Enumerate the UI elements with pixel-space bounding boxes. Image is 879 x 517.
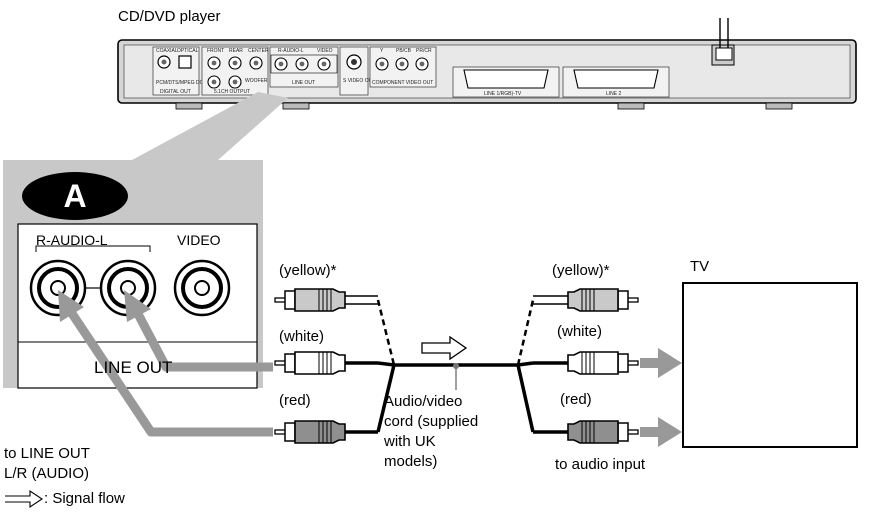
legend-flow-icon xyxy=(5,489,43,509)
rear-digital-out: DIGITAL OUT xyxy=(160,89,191,95)
left-label-red: (red) xyxy=(279,392,311,409)
right-plug-red xyxy=(533,420,639,444)
signal-flow-legend: : Signal flow xyxy=(44,490,125,507)
left-plug-yellow xyxy=(274,288,378,312)
tv-arrow-white xyxy=(640,348,682,378)
panel-line-out: LINE OUT xyxy=(94,358,173,377)
left-plug-red xyxy=(274,420,378,444)
cord-video-dashed xyxy=(376,299,535,366)
to-audio-input: to audio input xyxy=(555,456,646,473)
right-label-yellow: (yellow)* xyxy=(552,262,610,279)
rear-line-out: LINE OUT xyxy=(292,80,315,86)
right-plug-yellow xyxy=(533,288,639,312)
panel-jack-video xyxy=(173,259,231,317)
rear-woofer: WOOFER xyxy=(245,78,268,84)
to-line-out-2: L/R (AUDIO) xyxy=(4,465,90,482)
tv-box xyxy=(682,282,858,448)
cd-dvd-player: COAXIAL OPTICAL PCM/DTS/MPEG DOLBY DIGIT… xyxy=(117,18,857,110)
rear-digital-note: PCM/DTS/MPEG DOLBY DIGITAL xyxy=(156,80,234,86)
right-label-white: (white) xyxy=(557,323,603,340)
right-label-red: (red) xyxy=(560,391,592,408)
route-arrow-red xyxy=(58,290,273,437)
rear-line1: LINE 1/RGB)-TV xyxy=(484,91,522,97)
cord-label-1: Audio/video xyxy=(384,393,463,410)
callout-pointer xyxy=(132,92,288,160)
tv-label: TV xyxy=(690,258,710,275)
rear-front: FRONT xyxy=(207,48,224,54)
rear-optical: OPTICAL xyxy=(177,48,199,54)
panel-audio-label: R-AUDIO-L xyxy=(36,232,108,248)
panel-video-label: VIDEO xyxy=(177,232,221,248)
route-arrow-white xyxy=(124,290,273,372)
callout-letter: A xyxy=(63,178,86,214)
rear-pr: PR/CR xyxy=(416,48,432,54)
player-title: CD/DVD player xyxy=(118,8,221,25)
signal-flow-arrow xyxy=(421,335,468,361)
to-line-out-1: to LINE OUT xyxy=(4,445,90,462)
rear-s-video: S VIDEO OUT xyxy=(343,78,375,84)
left-label-white: (white) xyxy=(279,328,325,345)
cord-label-4: models) xyxy=(384,453,438,470)
rear-coaxial: COAXIAL xyxy=(156,48,178,54)
panel-jack-l xyxy=(99,259,157,317)
rear-output-51: 5.1CH OUTPUT xyxy=(214,89,250,95)
rear-video: VIDEO xyxy=(317,48,333,54)
rear-y: Y xyxy=(380,48,384,54)
right-plug-white xyxy=(533,351,639,375)
cord-label-2: cord (supplied xyxy=(384,413,479,430)
rear-component: COMPONENT VIDEO OUT xyxy=(372,80,433,86)
rear-center: CENTER xyxy=(248,48,269,54)
rear-r-audio-l: R-AUDIO-L xyxy=(278,48,304,54)
rear-pb: PB/CB xyxy=(396,48,412,54)
left-plug-white xyxy=(274,351,378,375)
tv-arrow-red xyxy=(640,417,682,447)
left-label-yellow: (yellow)* xyxy=(279,262,337,279)
callout-badge xyxy=(22,172,128,220)
rear-line2: LINE 2 xyxy=(606,91,622,97)
rear-rear: REAR xyxy=(229,48,243,54)
cord-label-3: with UK xyxy=(384,433,436,450)
